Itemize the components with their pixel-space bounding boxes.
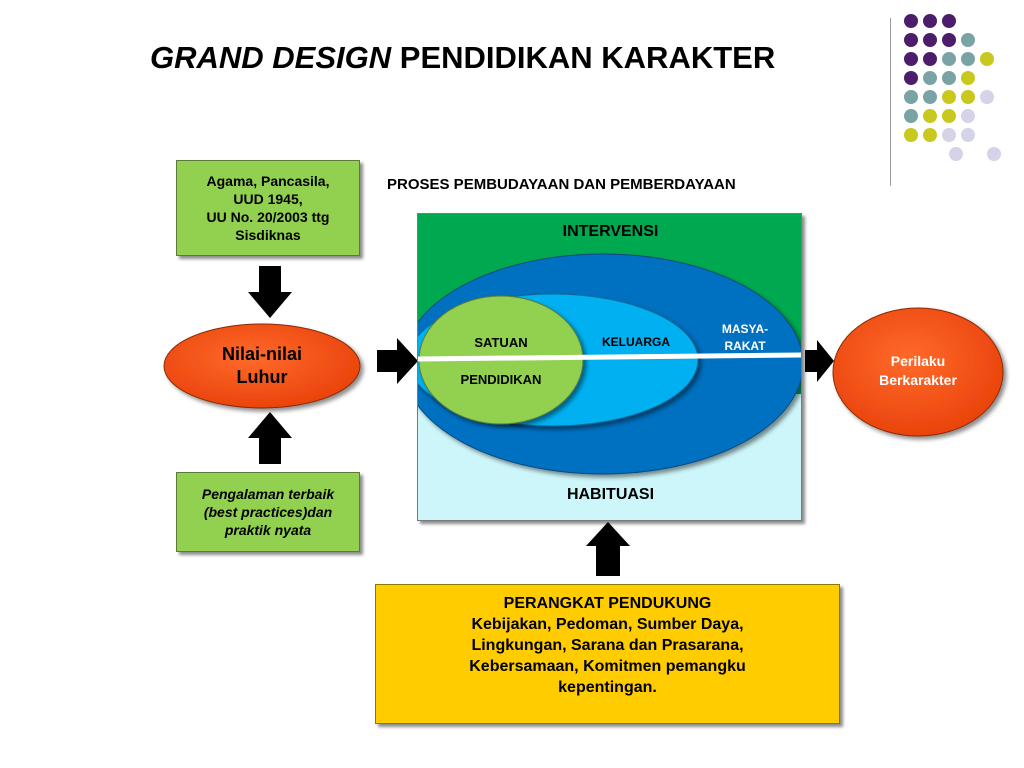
source-line: UUD 1945, <box>233 191 303 207</box>
decorative-dot <box>923 71 937 85</box>
decorative-dot <box>942 90 956 104</box>
decorative-dot <box>961 71 975 85</box>
decorative-dot <box>961 128 975 142</box>
decorative-dot <box>961 52 975 66</box>
decorative-dot <box>904 109 918 123</box>
source-box: Agama, Pancasila, UUD 1945, UU No. 20/20… <box>176 160 360 256</box>
decorative-dot <box>961 33 975 47</box>
decorative-dot <box>942 109 956 123</box>
output-label: Perilaku Berkarakter <box>833 352 1003 390</box>
decorative-dot <box>904 71 918 85</box>
output-line: Berkarakter <box>879 372 957 388</box>
decorative-dot <box>949 147 963 161</box>
nested-ellipses <box>418 253 801 475</box>
arrow-down-source <box>248 266 292 318</box>
experience-line: praktik nyata <box>224 522 312 538</box>
title-italic-part: GRAND DESIGN <box>150 40 392 75</box>
values-label: Nilai-nilai Luhur <box>164 343 360 389</box>
decorative-dot <box>987 147 1001 161</box>
page-title: GRAND DESIGN PENDIDIKAN KARAKTER <box>150 40 870 76</box>
source-line: Sisdiknas <box>235 227 301 243</box>
decorative-dot <box>904 33 918 47</box>
output-ellipse <box>832 307 1004 437</box>
decorative-dot-grid <box>904 14 1014 164</box>
intervention-panel: INTERVENSI HABITUASI SATUAN PENDIDIKAN K… <box>417 213 802 521</box>
decorative-dot <box>904 14 918 28</box>
values-line: Nilai-nilai <box>221 344 302 364</box>
society-label: MASYA- RAKAT <box>700 321 790 355</box>
school-label-top: SATUAN <box>474 335 528 350</box>
decorative-dot <box>942 14 956 28</box>
decorative-dot <box>923 33 937 47</box>
decorative-dot <box>942 33 956 47</box>
arrow-up-support <box>586 522 630 576</box>
decorative-dot <box>980 90 994 104</box>
family-label: KELUARGA <box>602 335 670 349</box>
decorative-dot <box>961 109 975 123</box>
support-heading: PERANGKAT PENDUKUNG <box>503 595 712 612</box>
decorative-dot <box>923 109 937 123</box>
decorative-dot <box>923 14 937 28</box>
support-box: PERANGKAT PENDUKUNG Kebijakan, Pedoman, … <box>375 584 840 724</box>
decorative-dot <box>961 90 975 104</box>
decorative-dot <box>942 71 956 85</box>
process-subtitle: PROSES PEMBUDAYAAN DAN PEMBERDAYAAN <box>387 176 736 193</box>
decorative-dot <box>904 128 918 142</box>
source-line: Agama, Pancasila, <box>206 173 330 189</box>
values-line: Luhur <box>236 367 288 387</box>
output-line: Perilaku <box>890 353 946 369</box>
society-line: MASYA- <box>721 322 769 336</box>
source-line: UU No. 20/2003 ttg <box>206 209 330 225</box>
decorative-dot <box>923 128 937 142</box>
arrow-right-output <box>805 340 834 382</box>
experience-line: Pengalaman terbaik <box>201 486 335 502</box>
support-line: kepentingan. <box>558 679 657 696</box>
decorative-dot <box>980 52 994 66</box>
decorative-dot <box>942 128 956 142</box>
values-ellipse <box>163 323 361 409</box>
society-line: RAKAT <box>724 339 766 353</box>
experience-line: (best practices)dan <box>203 504 333 520</box>
decorative-divider <box>890 18 891 186</box>
divider-line <box>418 352 801 362</box>
decorative-dot <box>904 90 918 104</box>
habituation-label: HABITUASI <box>566 486 655 503</box>
support-line: Lingkungan, Sarana dan Prasarana, <box>471 637 744 654</box>
title-rest: PENDIDIKAN KARAKTER <box>399 40 776 75</box>
support-line: Kebijakan, Pedoman, Sumber Daya, <box>471 616 744 633</box>
experience-box: Pengalaman terbaik (best practices)dan p… <box>176 472 360 552</box>
decorative-dot <box>904 52 918 66</box>
intervention-label: INTERVENSI <box>562 223 659 240</box>
school-label-bottom: PENDIDIKAN <box>460 372 542 387</box>
decorative-dot <box>923 90 937 104</box>
decorative-dot <box>942 52 956 66</box>
arrow-right-values <box>377 338 418 384</box>
arrow-up-experience <box>248 412 292 464</box>
decorative-dot <box>923 52 937 66</box>
support-line: Kebersamaan, Komitmen pemangku <box>469 658 746 675</box>
